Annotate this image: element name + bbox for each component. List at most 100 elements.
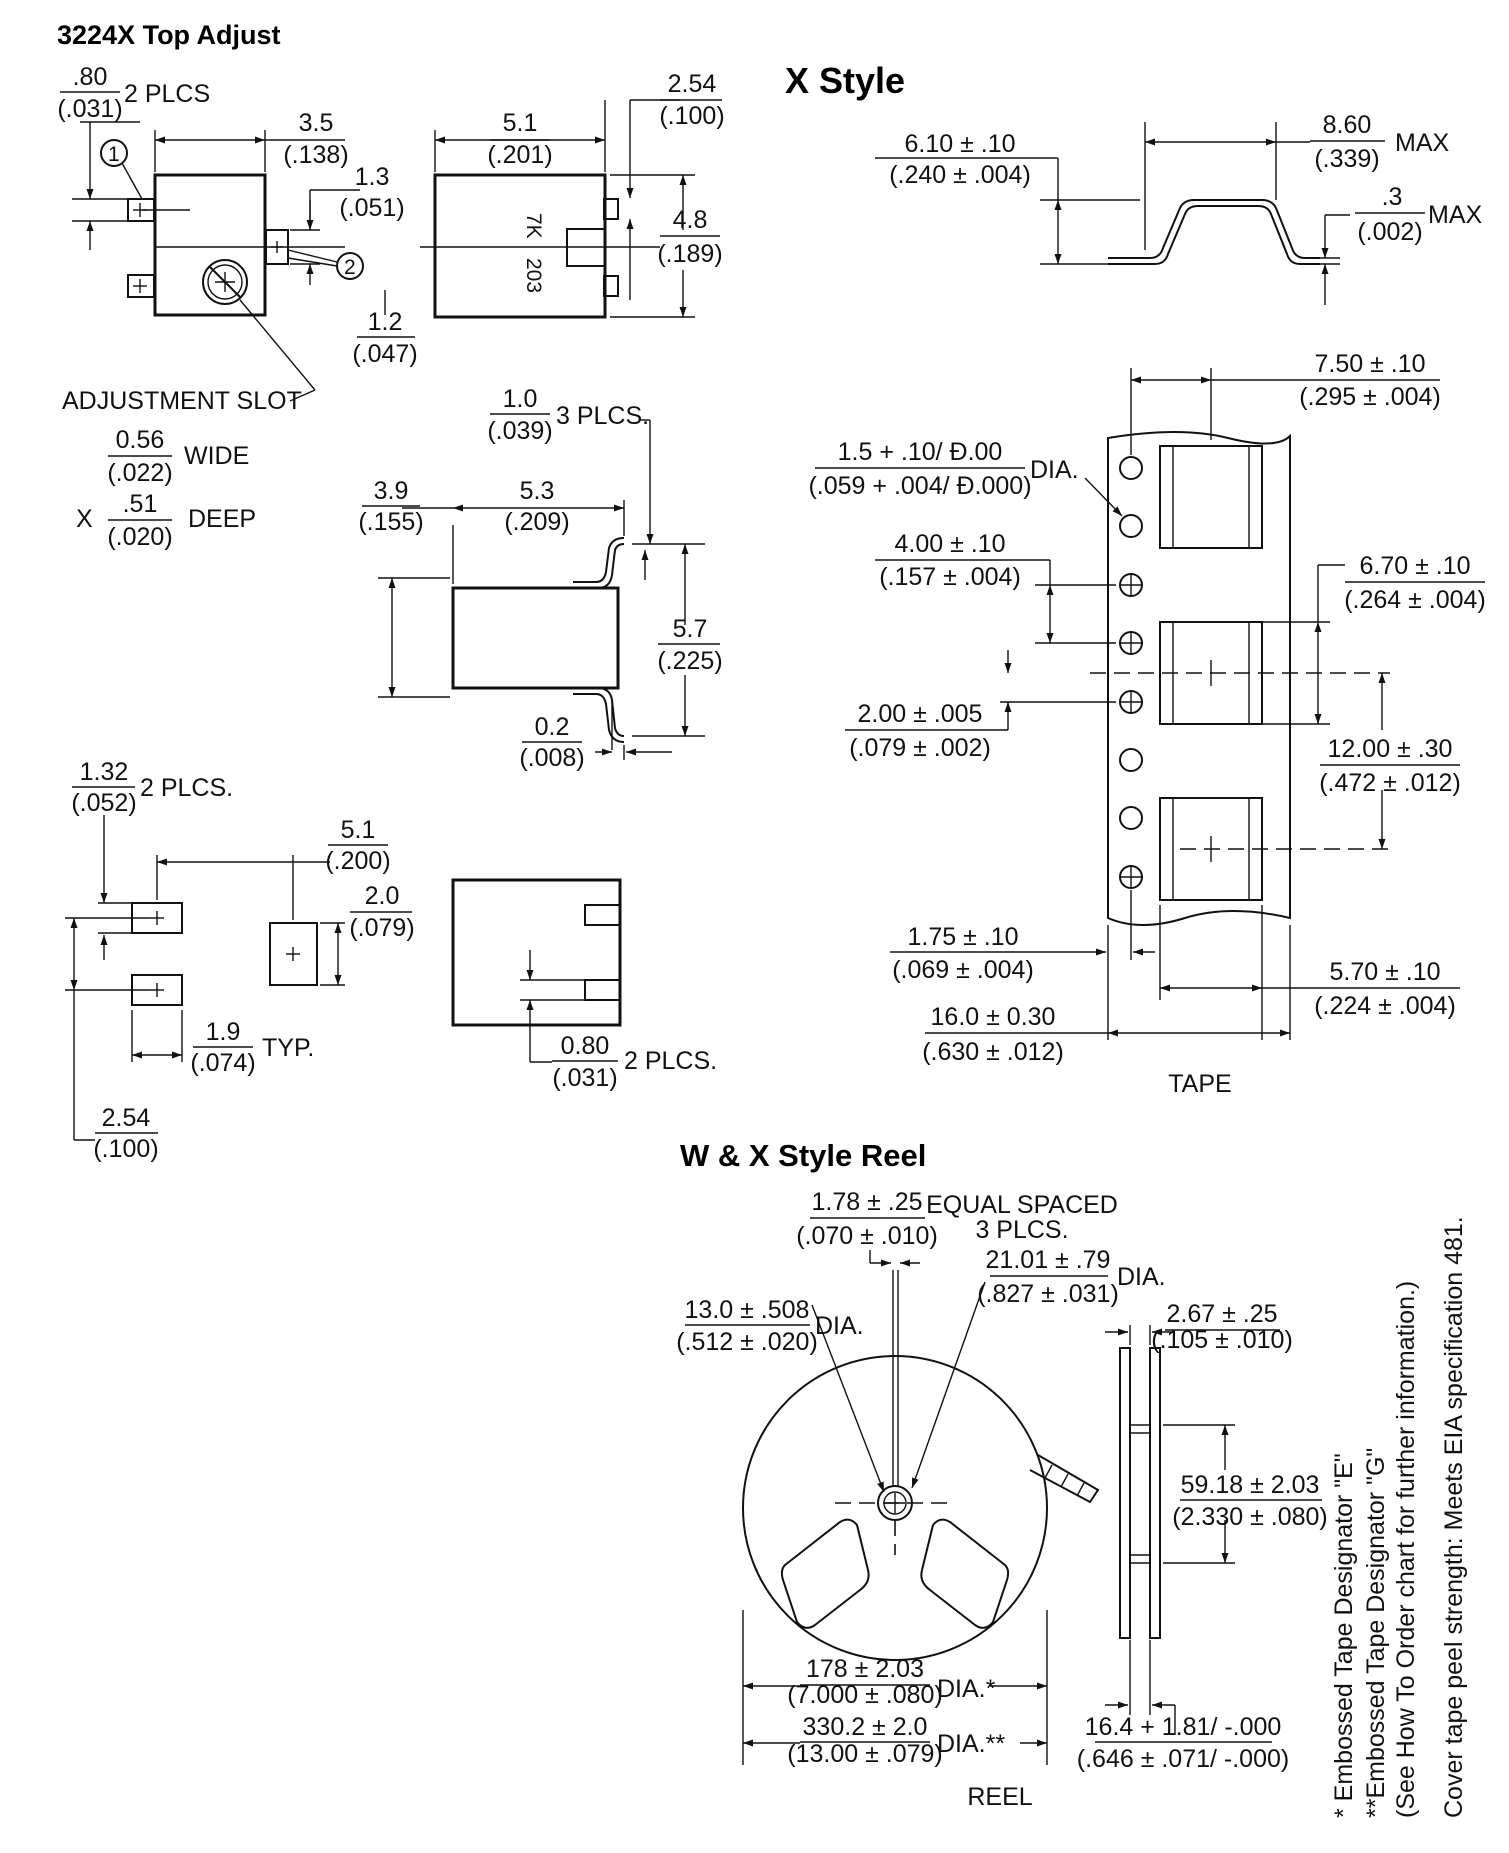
reel-dim-3302: 330.2 ± 2.0 <box>803 1713 928 1741</box>
marking-1: 7K <box>522 213 545 239</box>
dim-12: 1.2 <box>368 308 403 336</box>
dim-13-in: (.051) <box>339 194 404 222</box>
dim-080-note: 2 PLCS <box>124 80 210 108</box>
pad-dim-132-in: (.052) <box>71 789 136 817</box>
front-dim-02: 0.2 <box>535 713 570 741</box>
x-dim-860: 8.60 <box>1323 111 1372 139</box>
reel-dim-3302-in: (13.00 ± .079) <box>787 1740 942 1768</box>
x-dim-570: 5.70 ± .10 <box>1329 958 1440 986</box>
reel-dim-130: 13.0 ± .508 <box>685 1296 810 1324</box>
side-view-drawing <box>420 99 695 319</box>
reel-dim-5918: 59.18 ± 2.03 <box>1181 1471 1320 1499</box>
reel-dim-178-in: (7.000 ± .080) <box>787 1681 942 1709</box>
dim-12-in: (.047) <box>352 340 417 368</box>
note-e: * Embossed Tape Designator "E" <box>1330 1453 1358 1818</box>
x-dim-15-in: (.059 + .004/ Đ.000) <box>808 472 1031 500</box>
pad-dim-19-in: (.074) <box>190 1049 255 1077</box>
x-dim-160: 16.0 ± 0.30 <box>931 1003 1056 1031</box>
dim-35-in: (.138) <box>283 141 348 169</box>
slot-wide: 0.56 <box>116 426 165 454</box>
front-dim-39: 3.9 <box>374 477 409 505</box>
pad-layout-drawing <box>65 815 345 1141</box>
x-dim-750: 7.50 ± .10 <box>1314 350 1425 378</box>
front-dim-57-in: (.225) <box>657 647 722 675</box>
reel-dim-178s-in: (.070 ± .010) <box>796 1222 938 1250</box>
side-dim-254-in: (.100) <box>659 102 724 130</box>
note-peel-strength: Cover tape peel strength: Meets EIA spec… <box>1440 1216 1468 1818</box>
bottom-dim-080-in: (.031) <box>552 1064 617 1092</box>
x-dim-03-in: (.002) <box>1357 218 1422 246</box>
x-dim-860-in: (.339) <box>1314 145 1379 173</box>
slot-wide-word: WIDE <box>184 442 249 470</box>
slot-deep-in: (.020) <box>107 523 172 551</box>
slot-deep: .51 <box>123 490 158 518</box>
adjustment-slot-label: ADJUSTMENT SLOT <box>62 387 302 415</box>
x-dim-670: 6.70 ± .10 <box>1359 552 1470 580</box>
pad-dim-20: 2.0 <box>365 882 400 910</box>
front-dim-57: 5.7 <box>673 615 708 643</box>
x-dim-400-in: (.157 ± .004) <box>879 563 1021 591</box>
x-dim-15-note: DIA. <box>1030 456 1079 484</box>
front-dim-10-in: (.039) <box>487 417 552 445</box>
slot-x: X <box>76 505 93 533</box>
reel-dim-178-note: DIA.* <box>937 1675 996 1703</box>
side-dim-51-in: (.201) <box>487 141 552 169</box>
front-view-drawing <box>378 419 705 760</box>
tape-label: TAPE <box>1168 1070 1231 1098</box>
front-dim-02-in: (.008) <box>519 744 584 772</box>
x-dim-1200-in: (.472 ± .012) <box>1319 769 1461 797</box>
pad-dim-254-in: (.100) <box>93 1135 158 1163</box>
pad-dim-51: 5.1 <box>341 816 376 844</box>
x-dim-175: 1.75 ± .10 <box>907 923 1018 951</box>
reel-dim-130-note: DIA. <box>815 1312 864 1340</box>
reel-title: W & X Style Reel <box>680 1138 926 1173</box>
note-g: **Embossed Tape Designator "G" <box>1362 1448 1390 1818</box>
reel-dim-267: 2.67 ± .25 <box>1166 1300 1277 1328</box>
bottom-view-drawing <box>451 878 622 1063</box>
dim-35: 3.5 <box>299 109 334 137</box>
x-style-title: X Style <box>785 60 905 101</box>
x-dim-160-in: (.630 ± .012) <box>922 1038 1064 1066</box>
x-dim-200: 2.00 ± .005 <box>858 700 983 728</box>
x-dim-03: .3 <box>1382 183 1403 211</box>
reel-label: REEL <box>967 1783 1032 1811</box>
side-dim-48-in: (.189) <box>657 240 722 268</box>
reel-dim-2101-in: (.827 ± .031) <box>977 1280 1119 1308</box>
pad-dim-254: 2.54 <box>102 1104 151 1132</box>
front-dim-39-in: (.155) <box>358 508 423 536</box>
reel-front-drawing <box>742 1250 1100 1765</box>
reel-dim-130-in: (.512 ± .020) <box>676 1328 818 1356</box>
x-dim-610-in: (.240 ± .004) <box>889 161 1031 189</box>
front-dim-53-in: (.209) <box>504 508 569 536</box>
bottom-dim-080-note: 2 PLCS. <box>624 1047 717 1075</box>
pad-dim-19-note: TYP. <box>262 1034 314 1062</box>
x-dim-610: 6.10 ± .10 <box>904 130 1015 158</box>
reel-dim-2101-note: DIA. <box>1117 1263 1166 1291</box>
pad-dim-51-in: (.200) <box>325 847 390 875</box>
front-dim-10-note: 3 PLCS. <box>556 402 649 430</box>
slot-wide-in: (.022) <box>107 459 172 487</box>
x-dim-200-in: (.079 ± .002) <box>849 734 991 762</box>
side-dim-51: 5.1 <box>503 109 538 137</box>
x-dim-670-in: (.264 ± .004) <box>1344 586 1486 614</box>
pad-dim-132: 1.32 <box>80 758 129 786</box>
reel-dim-178s: 1.78 ± .25 <box>811 1188 922 1216</box>
x-dim-175-in: (.069 ± .004) <box>892 956 1034 984</box>
dim-080-in: (.031) <box>57 95 122 123</box>
bottom-dim-080: 0.80 <box>561 1032 610 1060</box>
reel-dim-2101: 21.01 ± .79 <box>986 1246 1111 1274</box>
x-dim-860-note: MAX <box>1395 129 1450 157</box>
front-dim-53: 5.3 <box>520 477 555 505</box>
x-dim-750-in: (.295 ± .004) <box>1299 383 1441 411</box>
top-view-drawing: 1 2 <box>72 121 386 402</box>
reel-dim-164: 16.4 + 1.81/ -.000 <box>1085 1713 1282 1741</box>
dim-13: 1.3 <box>355 163 390 191</box>
note-order: (See How To Order chart for further info… <box>1392 1281 1420 1818</box>
slot-deep-word: DEEP <box>188 505 256 533</box>
side-dim-48: 4.8 <box>673 206 708 234</box>
reel-dim-5918-in: (2.330 ± .080) <box>1172 1503 1327 1531</box>
pad-dim-20-in: (.079) <box>349 914 414 942</box>
callout-1: 1 <box>108 143 120 166</box>
